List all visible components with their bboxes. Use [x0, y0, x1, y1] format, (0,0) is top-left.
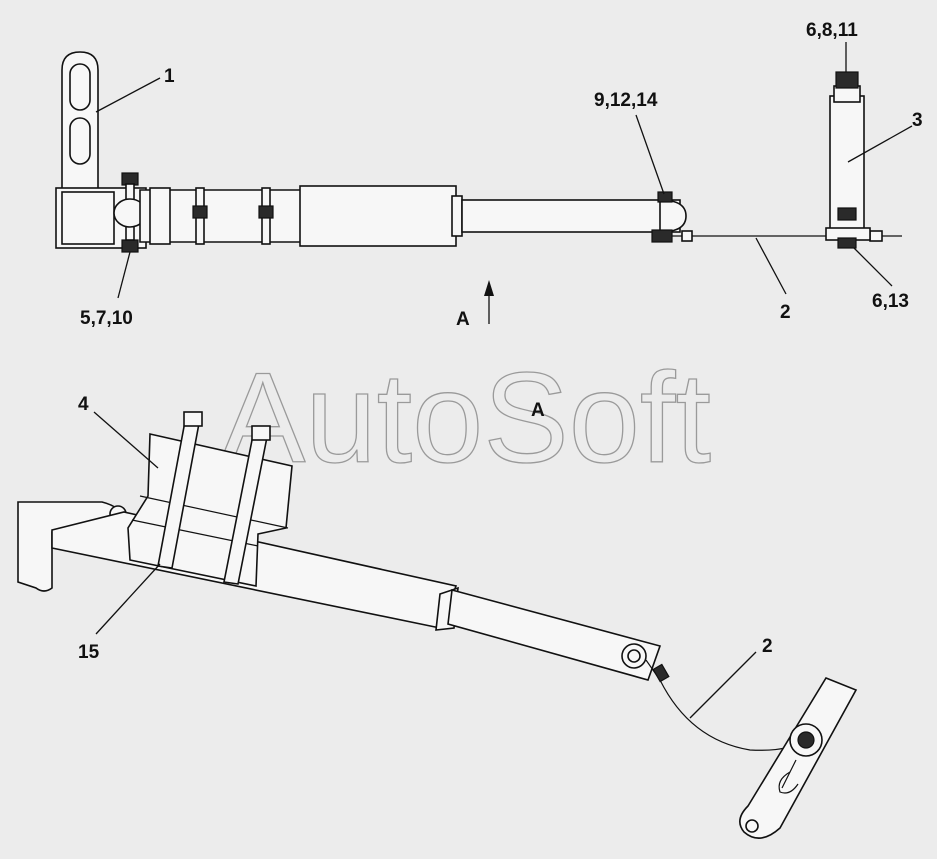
callout-2-top: 2 [780, 302, 791, 323]
top-callouts: 1 5,7,10 9,12,14 6,8,11 3 2 6,13 [80, 20, 923, 329]
mounting-bracket [55, 51, 147, 253]
callout-6-8-11: 6,8,11 [806, 20, 858, 41]
view-label-a-bottom: A [531, 400, 545, 421]
cylinder-body [139, 185, 463, 247]
view-label-a-top: A [456, 309, 470, 330]
bottom-view [17, 411, 858, 839]
top-view: A [55, 51, 902, 330]
vertical-bracket [825, 71, 871, 249]
callout-6-13: 6,13 [872, 291, 909, 312]
callout-5-7-10: 5,7,10 [80, 308, 133, 329]
callout-4: 4 [78, 394, 89, 415]
callout-9-12-14: 9,12,14 [594, 90, 658, 111]
bottom-callouts: 4 15 2 [78, 394, 773, 719]
callout-1: 1 [164, 66, 175, 87]
watermark-text: AutoSoft [220, 347, 711, 490]
view-arrow: A [456, 280, 494, 330]
piston-rod [461, 191, 687, 243]
callout-3: 3 [912, 110, 923, 131]
callout-15: 15 [78, 642, 100, 663]
callout-2-bottom: 2 [762, 636, 773, 657]
